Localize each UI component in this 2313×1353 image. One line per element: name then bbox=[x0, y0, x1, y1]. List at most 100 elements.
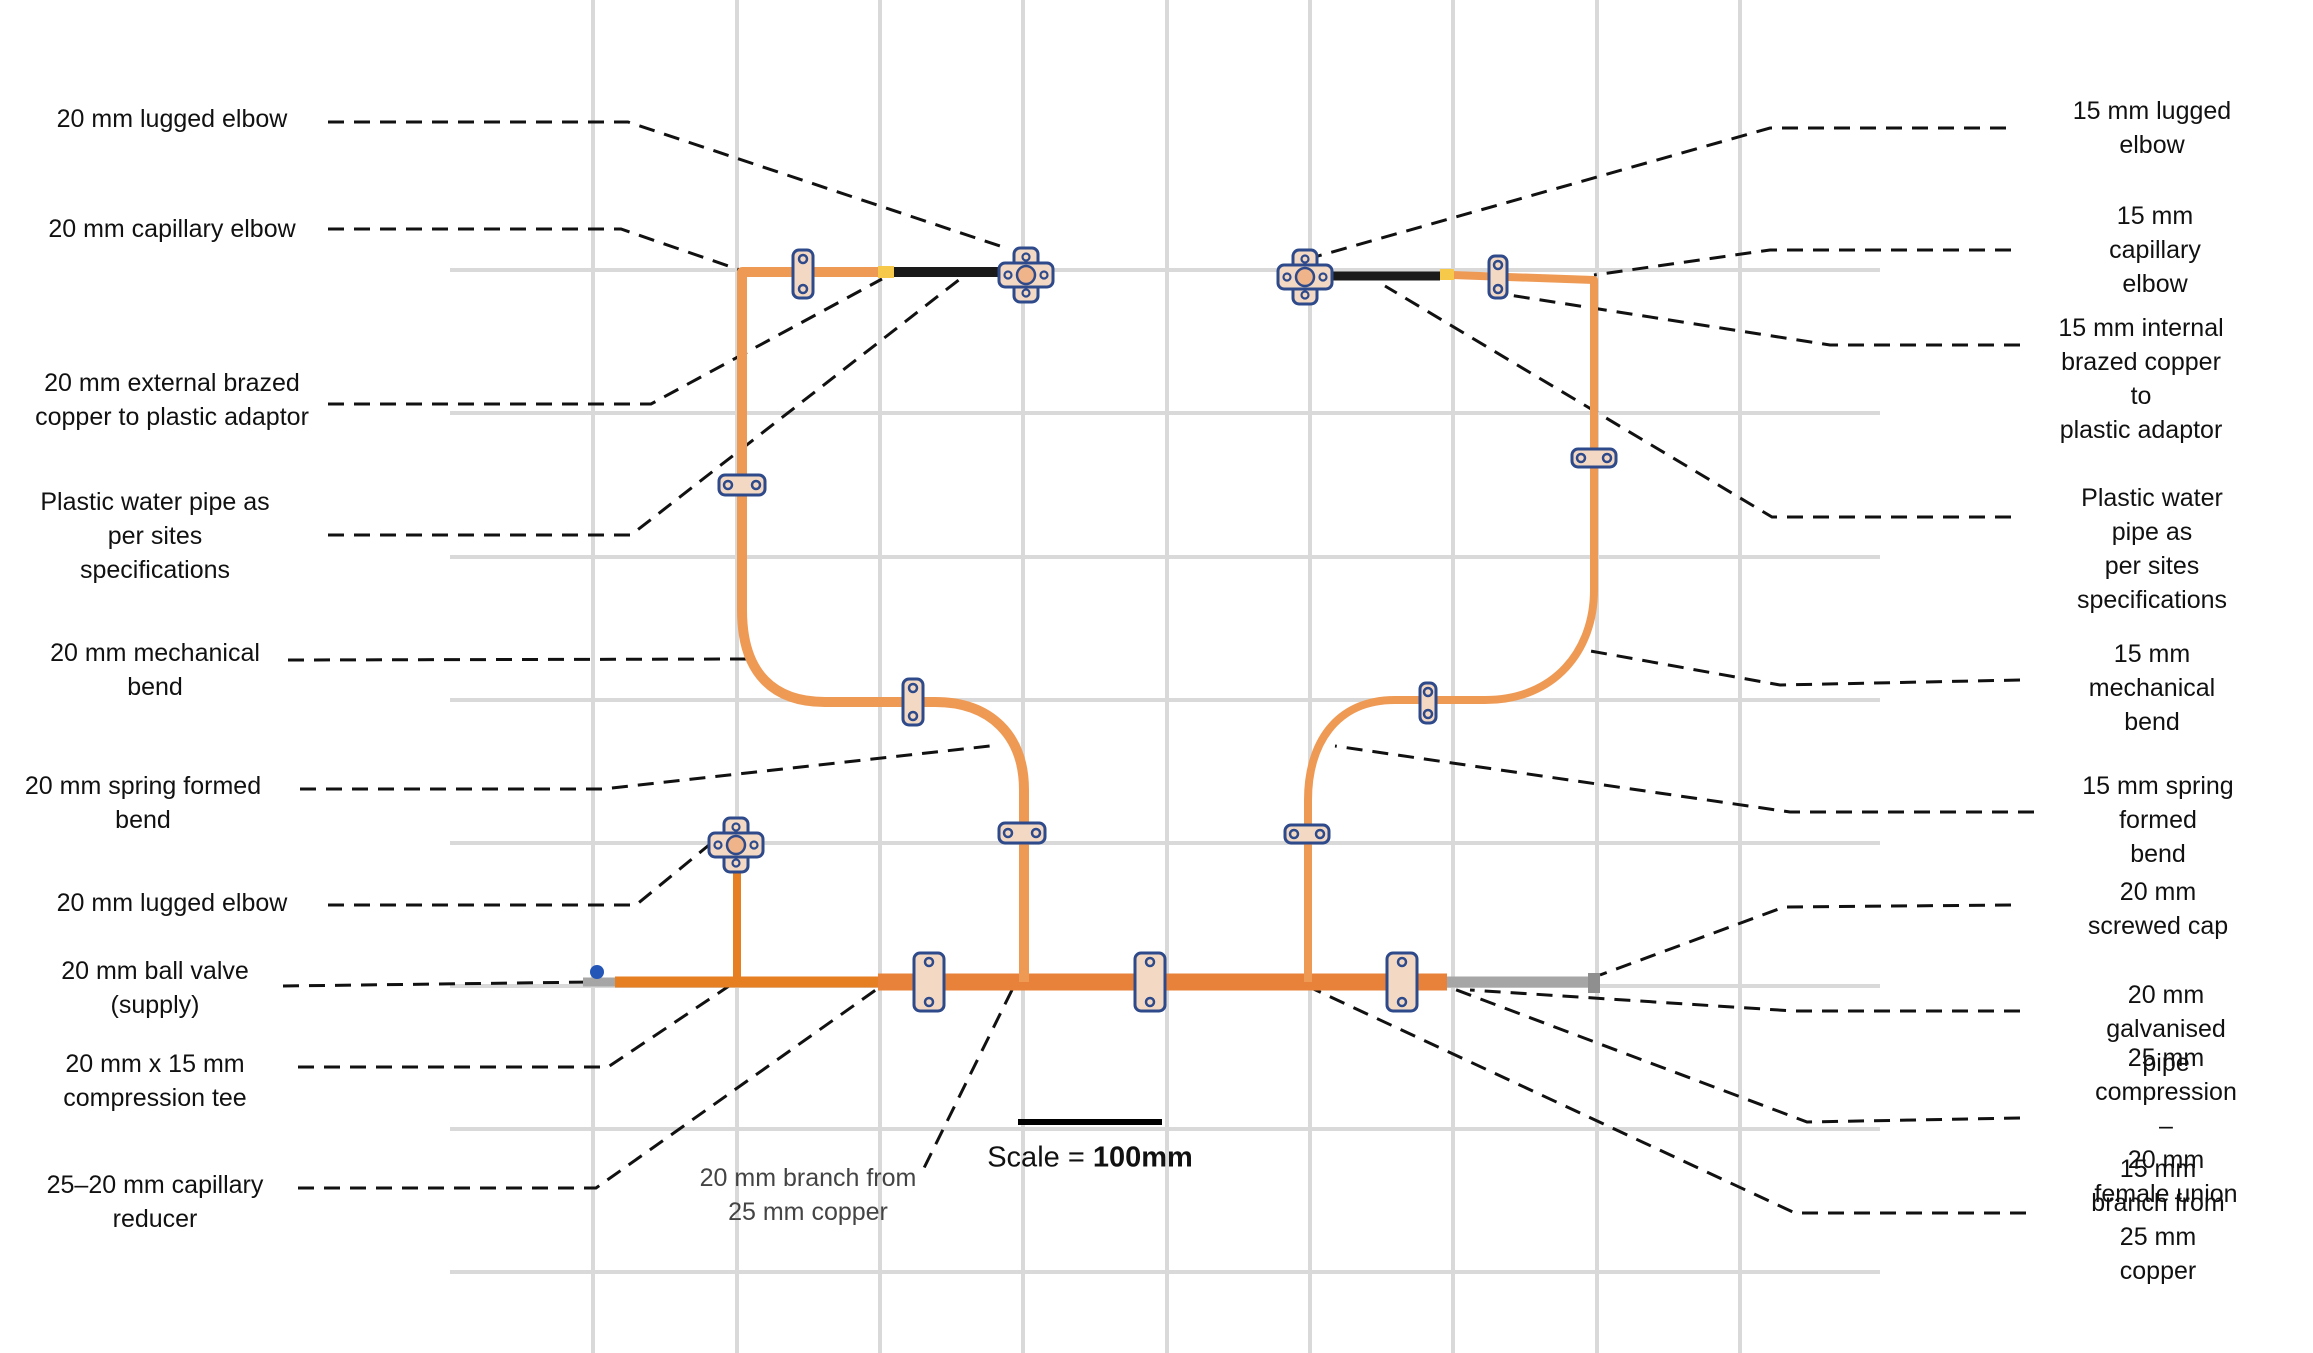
clip-body bbox=[997, 821, 1047, 845]
scale-prefix: Scale = bbox=[987, 1141, 1093, 1174]
clip-body bbox=[1487, 254, 1509, 300]
pipe-clip-15mm bbox=[1487, 254, 1509, 300]
leader-line bbox=[328, 227, 741, 272]
clip-screw bbox=[797, 253, 809, 265]
lug-center bbox=[725, 834, 747, 856]
leader-line bbox=[1584, 648, 2021, 687]
pipe-clip-20mm bbox=[791, 248, 815, 300]
label-20mm-ball-valve: 20 mm ball valve (supply) bbox=[61, 957, 249, 1019]
clip-screw bbox=[1422, 686, 1434, 698]
clip-screw bbox=[923, 956, 935, 968]
label-15mm-spring-formed-bend: 15 mm spring formed bend bbox=[2082, 772, 2234, 868]
leader-line bbox=[1310, 126, 2006, 260]
clip-body bbox=[1283, 823, 1331, 845]
clip-body bbox=[791, 248, 815, 300]
lug-center bbox=[1294, 266, 1316, 288]
background-grid bbox=[450, 0, 1880, 1353]
pipe-clip-20mm bbox=[997, 821, 1047, 845]
pipe-clip-15mm bbox=[1418, 681, 1438, 725]
leader-line bbox=[1445, 984, 2021, 1124]
leader-line bbox=[328, 277, 883, 406]
lug-screw bbox=[731, 822, 741, 832]
lug-screw bbox=[1021, 252, 1031, 262]
leader-line bbox=[300, 743, 1000, 791]
leader-line bbox=[921, 989, 1014, 1171]
lug-screw bbox=[1300, 254, 1310, 264]
lug-screw bbox=[1021, 288, 1031, 298]
label-capillary-reducer: 25–20 mm capillary reducer bbox=[46, 1171, 264, 1233]
right-brazed-adaptor bbox=[1440, 269, 1454, 280]
clip-screw bbox=[750, 479, 762, 491]
left-loop-20mm-copper bbox=[737, 267, 1029, 982]
clip-screw bbox=[1002, 827, 1014, 839]
clip-body bbox=[912, 951, 946, 1013]
label-15mm-branch: 15 mm branch from 25 mm copper bbox=[2091, 1155, 2225, 1285]
leader-line bbox=[1469, 988, 2020, 1013]
label-20mm-mechanical-bend: 20 mm mechanical bend bbox=[50, 639, 260, 701]
clip-screw bbox=[1314, 828, 1326, 840]
leader-line bbox=[1306, 984, 2026, 1215]
pipe-clip-20mm bbox=[717, 473, 767, 497]
label-20mm-brazed-adaptor: 20 mm external brazed copper to plastic … bbox=[35, 369, 309, 431]
pipe-clip-25mm bbox=[1133, 951, 1167, 1013]
leader-line bbox=[287, 657, 748, 662]
pipe-clip-25mm bbox=[1385, 951, 1419, 1013]
clip-screw bbox=[1288, 828, 1300, 840]
clip-body bbox=[1570, 447, 1618, 469]
label-20mm-spring-formed-bend: 20 mm spring formed bend bbox=[24, 772, 262, 834]
clip-screw bbox=[1396, 956, 1408, 968]
leader-line bbox=[1599, 903, 2012, 977]
lug-center bbox=[1015, 264, 1037, 286]
scale-label: Scale = 100mm bbox=[987, 1142, 1193, 1175]
leader-line bbox=[1384, 284, 2011, 519]
clip-screw bbox=[1396, 996, 1408, 1008]
clip-screw bbox=[1144, 956, 1156, 968]
scale-value: 100mm bbox=[1092, 1141, 1193, 1174]
leader-line bbox=[1495, 291, 2020, 347]
ball-valve-handle bbox=[590, 965, 604, 979]
pipe-clip-15mm bbox=[1570, 447, 1618, 469]
clip-body bbox=[1385, 951, 1419, 1013]
pipe-clip-20mm bbox=[901, 677, 925, 727]
label-15mm-capillary-elbow: 15 mm capillary elbow bbox=[2109, 202, 2201, 298]
label-20mm-lugged-elbow-bottom: 20 mm lugged elbow bbox=[56, 889, 288, 917]
right-loop-15mm-copper bbox=[1304, 271, 1598, 982]
left-brazed-adaptor bbox=[878, 266, 894, 278]
clip-screw bbox=[907, 710, 919, 722]
clip-screw bbox=[1492, 283, 1504, 295]
clip-screw bbox=[923, 996, 935, 1008]
lug-screw bbox=[1282, 272, 1292, 282]
clip-screw bbox=[1601, 452, 1613, 464]
leader-lines bbox=[282, 120, 2034, 1215]
clip-screw bbox=[1422, 708, 1434, 720]
screwed-cap bbox=[1588, 973, 1600, 993]
label-20mm-branch: 20 mm branch from 25 mm copper bbox=[699, 1164, 917, 1226]
pipe-clip-15mm bbox=[1283, 823, 1331, 845]
leader-line bbox=[298, 980, 888, 1190]
clip-body bbox=[717, 473, 767, 497]
lug-screw bbox=[713, 840, 723, 850]
pipe-clip-25mm bbox=[912, 951, 946, 1013]
leader-line bbox=[328, 277, 961, 537]
label-20mm-capillary-elbow: 20 mm capillary elbow bbox=[48, 215, 296, 243]
clip-screw bbox=[1492, 259, 1504, 271]
leader-line bbox=[328, 120, 1004, 249]
leader-line bbox=[298, 980, 736, 1069]
lug-screw bbox=[1318, 272, 1328, 282]
label-compression-union: 25 mm compression – 20 mm female union bbox=[2094, 1044, 2238, 1208]
clip-screw bbox=[1144, 996, 1156, 1008]
label-20mm-lugged-elbow-top: 20 mm lugged elbow bbox=[56, 105, 288, 133]
label-compression-tee: 20 mm x 15 mm compression tee bbox=[63, 1050, 247, 1112]
clip-screw bbox=[1575, 452, 1587, 464]
lug-screw bbox=[1039, 270, 1049, 280]
label-15mm-brazed-adaptor: 15 mm internal brazed copper to plastic … bbox=[2058, 314, 2224, 444]
leader-line bbox=[1334, 744, 2034, 814]
lug-screw bbox=[731, 858, 741, 868]
lug-screw bbox=[749, 840, 759, 850]
clip-body bbox=[1133, 951, 1167, 1013]
clip-screw bbox=[797, 283, 809, 295]
clip-screw bbox=[1030, 827, 1042, 839]
lug-screw bbox=[1003, 270, 1013, 280]
fittings bbox=[707, 246, 1618, 1013]
